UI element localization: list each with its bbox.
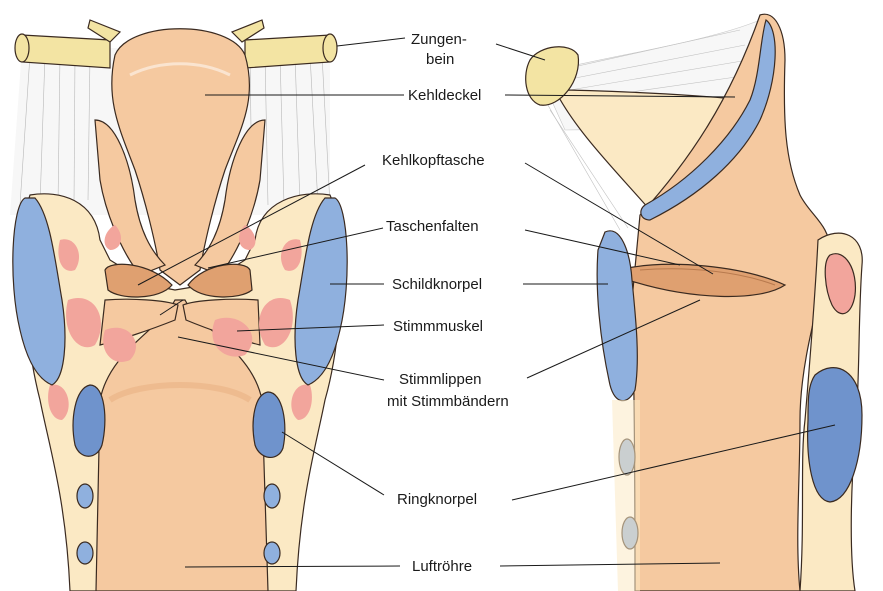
sagittal-thyroid-cartilage (597, 231, 637, 401)
left-cricoid-r (253, 392, 285, 457)
label-luftroehre: Luftröhre (412, 558, 472, 575)
label-stimmlippen-2: mit Stimmbändern (387, 393, 509, 410)
label-ringknorpel: Ringknorpel (397, 491, 477, 508)
sagittal-cricoid (808, 368, 862, 502)
label-kehlkopftasche: Kehlkopftasche (382, 152, 485, 169)
label-kehldeckel: Kehldeckel (408, 87, 481, 104)
labels: Zungen- bein Kehldeckel Kehlkopftasche T… (382, 31, 509, 575)
label-zungenbein-2: bein (426, 51, 454, 68)
label-zungenbein-1: Zungen- (411, 31, 467, 48)
label-taschenfalten: Taschenfalten (386, 218, 479, 235)
frontal-section (10, 20, 347, 591)
left-cricoid-l (73, 385, 105, 456)
label-stimmlippen-1: Stimmlippen (399, 371, 482, 388)
label-schildknorpel: Schildknorpel (392, 276, 482, 293)
label-stimmmuskel: Stimmmuskel (393, 318, 483, 335)
